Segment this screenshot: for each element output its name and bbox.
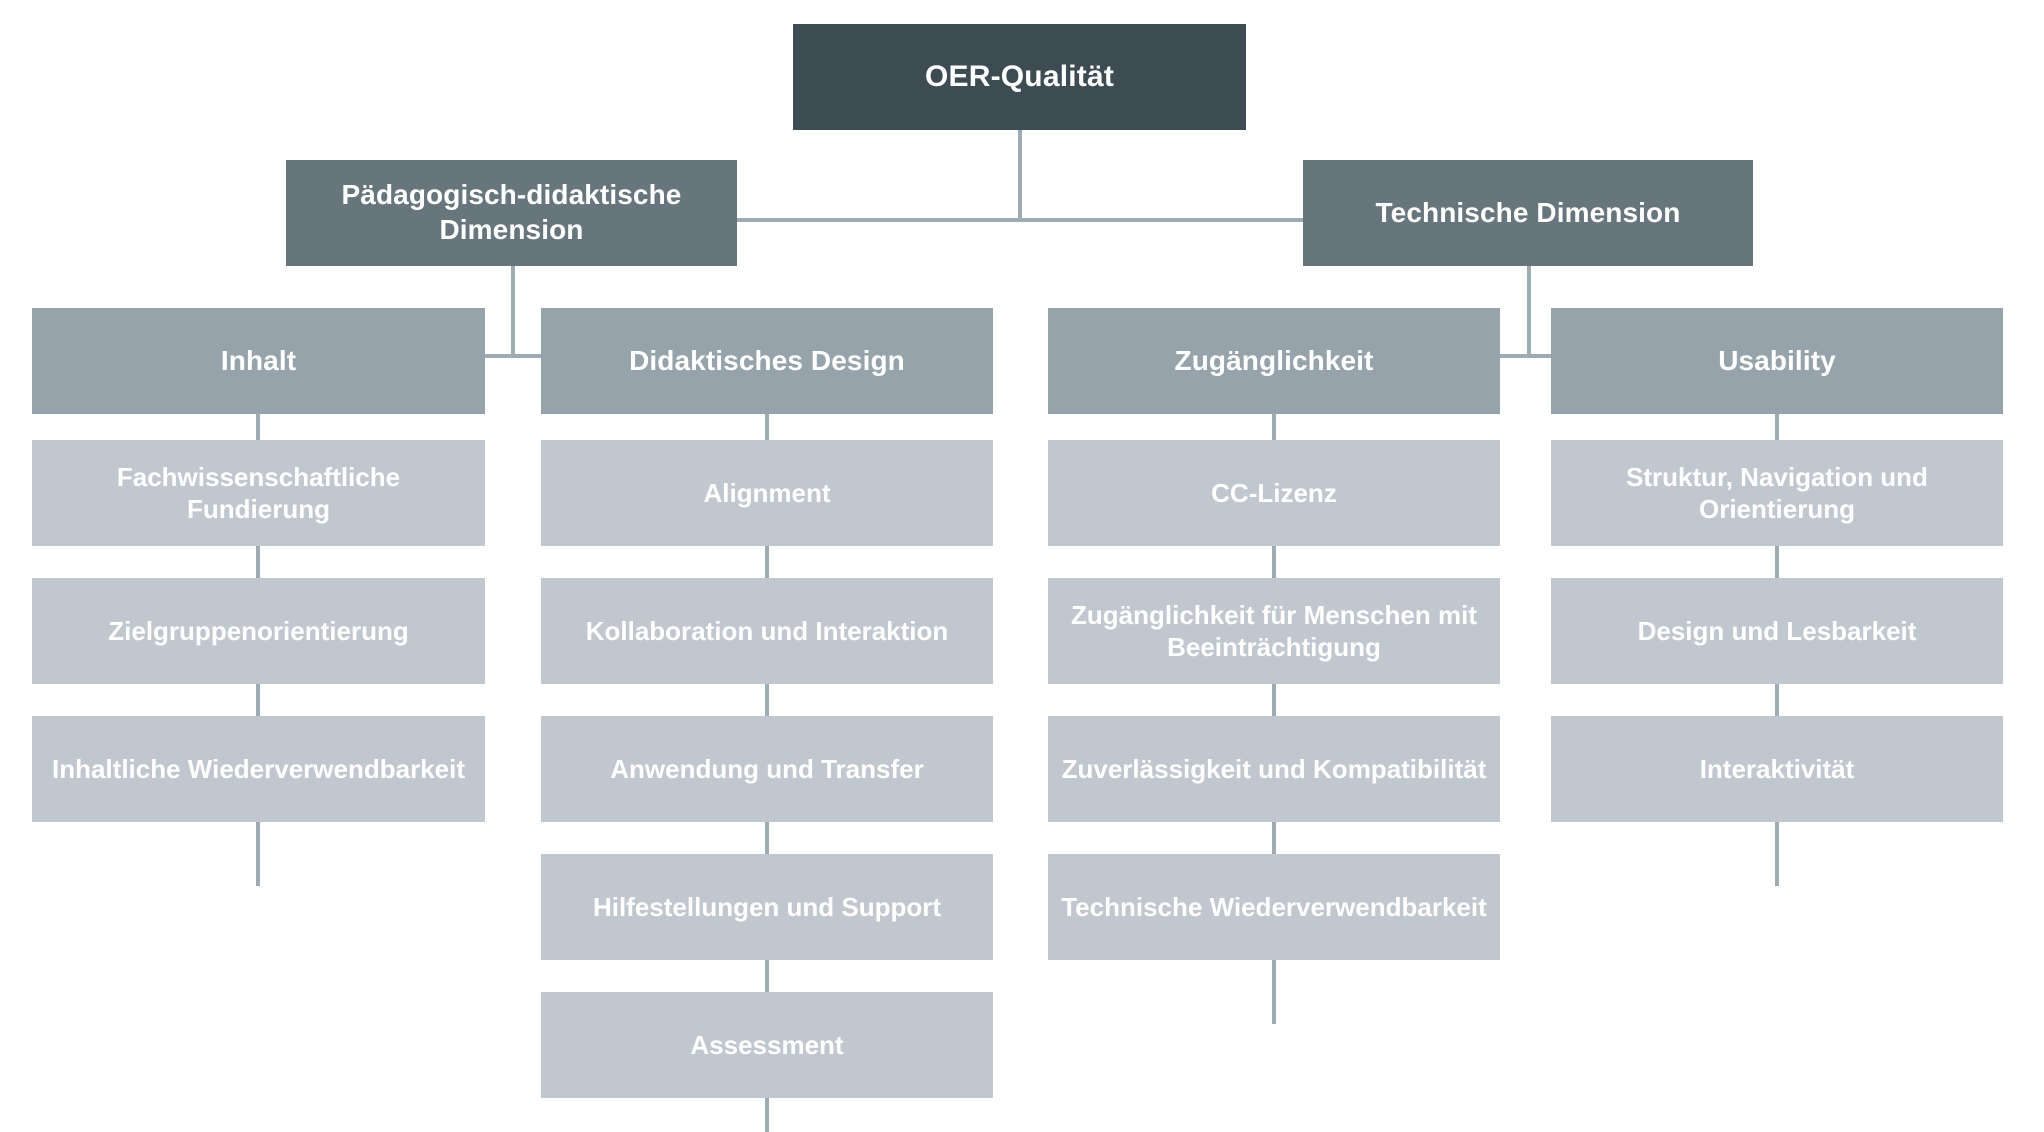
connector-pedagogical-down — [511, 266, 515, 356]
connector-dimension-spine — [735, 218, 1305, 222]
node-criterion-zugaenglichkeit-3[interactable]: Zuverlässigkeit und Kompatibilität — [1048, 716, 1500, 822]
connector-root-down — [1018, 130, 1022, 222]
node-criterion-didaktisches-design-4[interactable]: Hilfestellungen und Support — [541, 854, 993, 960]
node-category-inhalt[interactable]: Inhalt — [32, 308, 485, 414]
node-criterion-didaktisches-design-5[interactable]: Assessment — [541, 992, 993, 1098]
node-criterion-inhalt-2[interactable]: Zielgruppenorientierung — [32, 578, 485, 684]
node-criterion-zugaenglichkeit-1[interactable]: CC-Lizenz — [1048, 440, 1500, 546]
node-category-usability[interactable]: Usability — [1551, 308, 2003, 414]
node-root-oer-qualitaet[interactable]: OER-Qualität — [793, 24, 1246, 130]
node-criterion-didaktisches-design-2[interactable]: Kollaboration und Interaktion — [541, 578, 993, 684]
connector-technical-bar — [1274, 354, 1784, 358]
node-dimension-technical[interactable]: Technische Dimension — [1303, 160, 1753, 266]
node-criterion-usability-3[interactable]: Interaktivität — [1551, 716, 2003, 822]
node-criterion-zugaenglichkeit-4[interactable]: Technische Wiederverwendbarkeit — [1048, 854, 1500, 960]
node-criterion-zugaenglichkeit-2[interactable]: Zugänglichkeit für Menschen mit Beeinträ… — [1048, 578, 1500, 684]
connector-technical-down — [1527, 266, 1531, 356]
node-criterion-inhalt-3[interactable]: Inhaltliche Wiederverwendbarkeit — [32, 716, 485, 822]
node-criterion-inhalt-1[interactable]: Fachwissenschaftliche Fundierung — [32, 440, 485, 546]
node-criterion-usability-2[interactable]: Design und Lesbarkeit — [1551, 578, 2003, 684]
node-criterion-didaktisches-design-3[interactable]: Anwendung und Transfer — [541, 716, 993, 822]
connector-pedagogical-bar — [258, 354, 768, 358]
node-category-didaktisches-design[interactable]: Didaktisches Design — [541, 308, 993, 414]
node-dimension-pedagogical[interactable]: Pädagogisch-didaktische Dimension — [286, 160, 737, 266]
node-category-zugaenglichkeit[interactable]: Zugänglichkeit — [1048, 308, 1500, 414]
node-criterion-usability-1[interactable]: Struktur, Navigation und Orientierung — [1551, 440, 2003, 546]
node-criterion-didaktisches-design-1[interactable]: Alignment — [541, 440, 993, 546]
